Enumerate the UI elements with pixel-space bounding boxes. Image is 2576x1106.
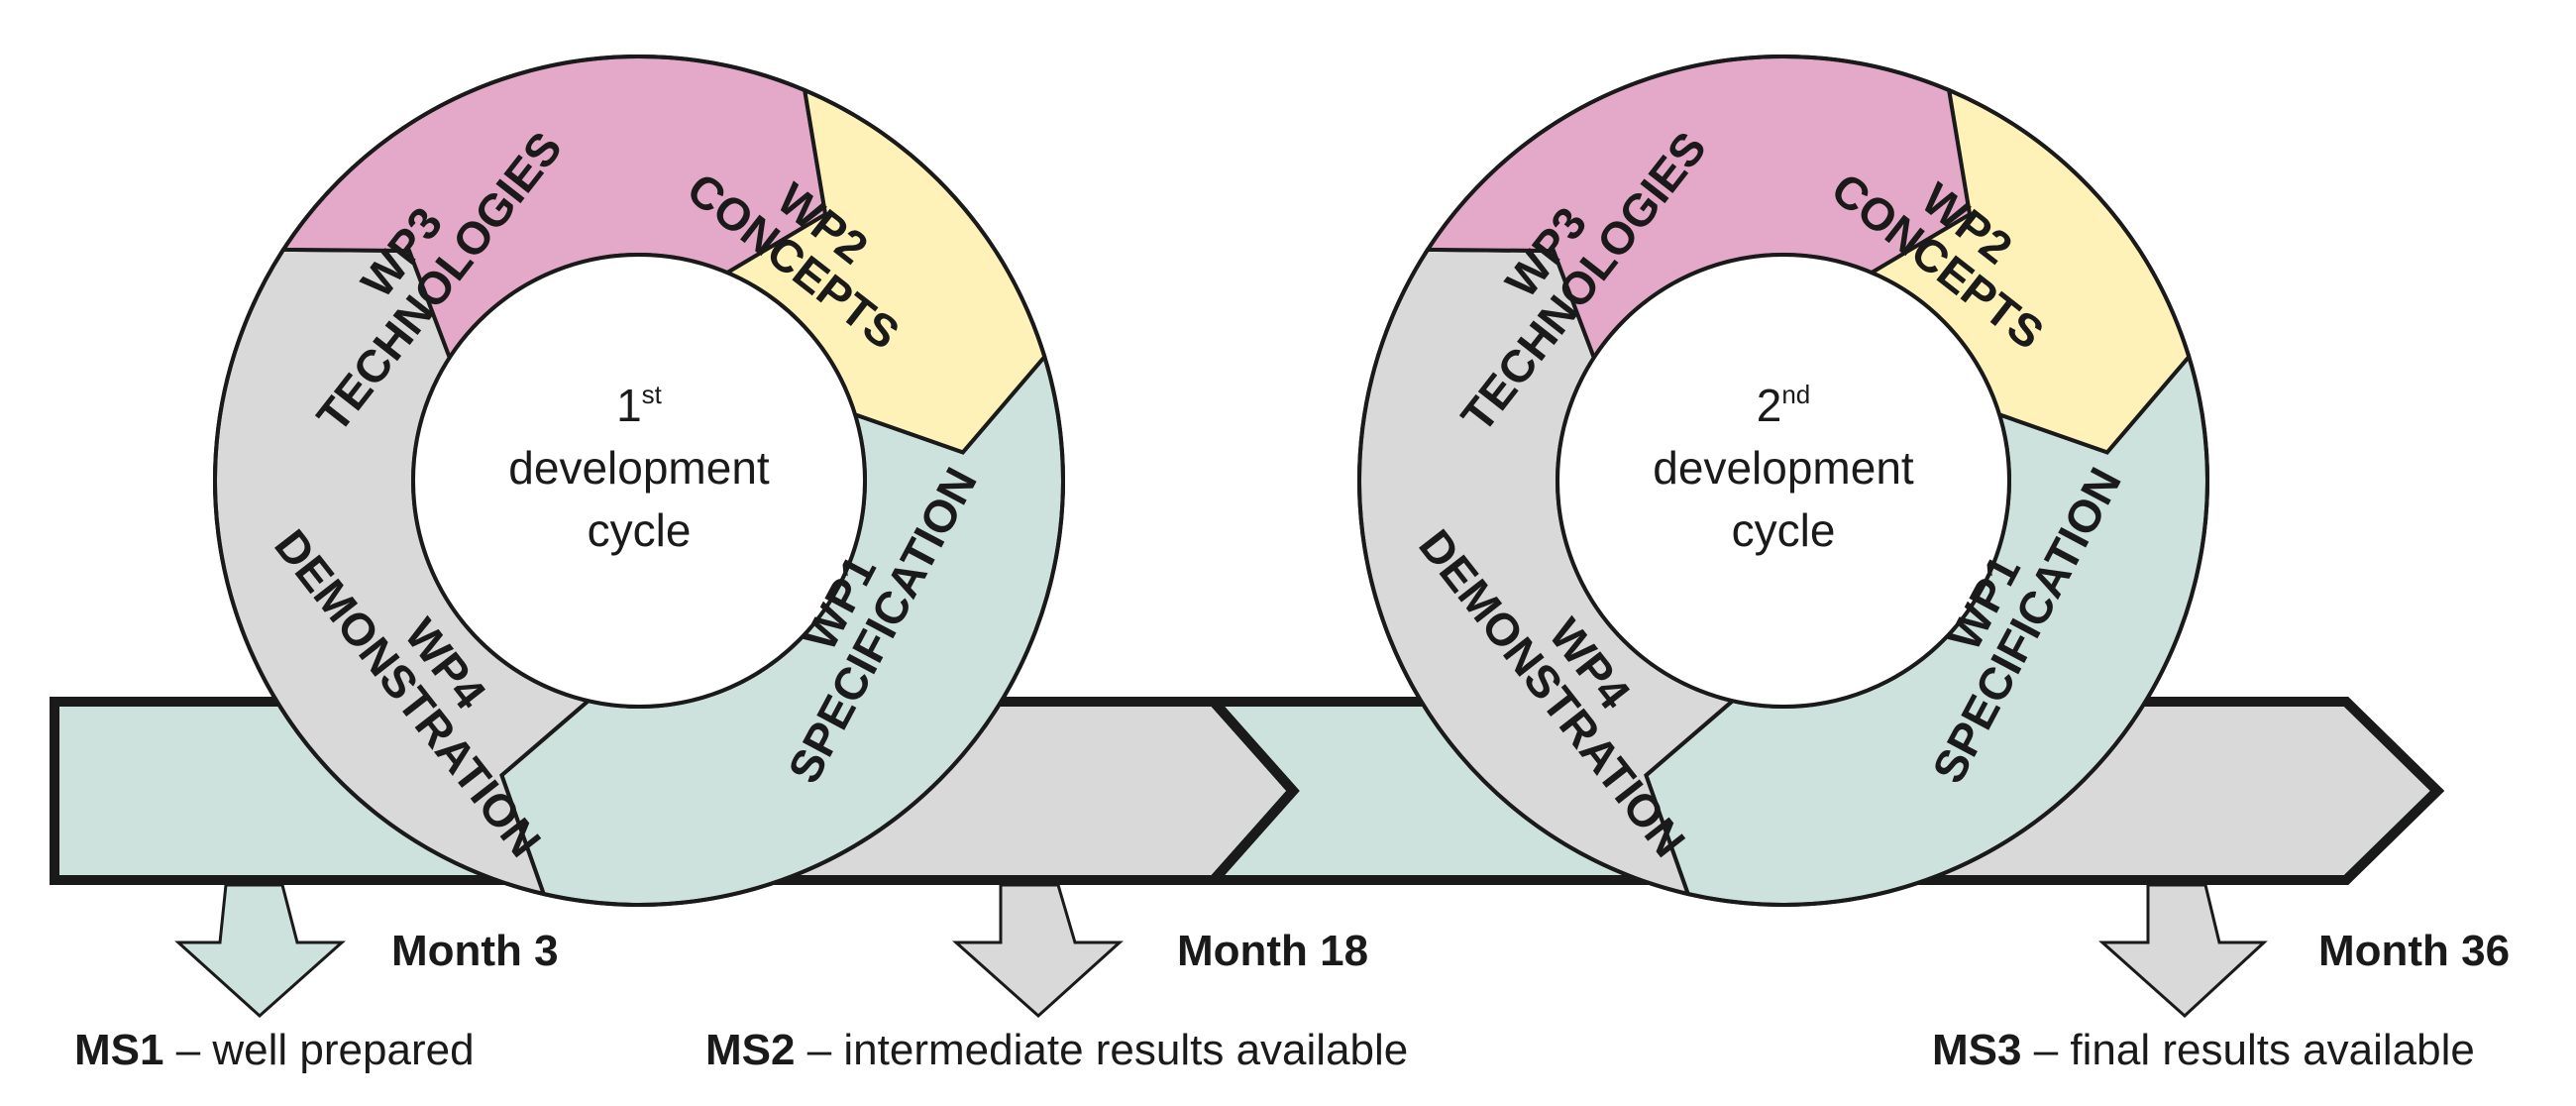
cycle-number: 1st: [616, 380, 663, 431]
cycle-ring-2: WP1SPECIFICATIONWP2CONCEPTSWP3TECHNOLOGI…: [1357, 54, 2209, 907]
milestone-label-3: MS3 – final results available: [1932, 1026, 2475, 1074]
cycle-line-2: development: [1653, 442, 1914, 494]
ring-outline: [1357, 55, 2209, 907]
milestone-desc-1: – well prepared: [163, 1026, 474, 1074]
milestone-arrow-2: [952, 883, 1124, 1019]
milestone-labels: Month 3 Month 18 Month 36 MS1 – well pre…: [74, 927, 2510, 1074]
milestone-label-2: MS2 – intermediate results available: [705, 1026, 1408, 1074]
milestone-desc-3: – final results available: [2021, 1026, 2474, 1074]
milestone-label-1: MS1 – well prepared: [74, 1026, 475, 1074]
ring-outline: [213, 55, 1065, 907]
cycle-number: 2nd: [1757, 380, 1811, 431]
milestone-code-3: MS3: [1932, 1026, 2021, 1074]
milestone-month-1: Month 3: [391, 927, 559, 975]
milestone-arrow-3: [2098, 883, 2268, 1019]
cycle-line-2: development: [508, 442, 770, 494]
cycle-ring-1: WP1SPECIFICATIONWP2CONCEPTSWP3TECHNOLOGI…: [213, 54, 1065, 907]
cycle-number-suffix: st: [642, 380, 663, 409]
cycle-line-3: cycle: [588, 504, 692, 556]
cycle-number-suffix: nd: [1781, 380, 1810, 409]
milestone-code-2: MS2: [705, 1026, 795, 1074]
milestone-month-2: Month 18: [1177, 927, 1368, 975]
ring-center: [411, 253, 867, 709]
milestone-code-1: MS1: [74, 1026, 163, 1074]
ring-center: [1556, 253, 2011, 709]
milestone-desc-2: – intermediate results available: [795, 1026, 1408, 1074]
cycle-line-3: cycle: [1732, 504, 1836, 556]
cycle-number-value: 2: [1757, 380, 1782, 431]
milestone-arrow-1: [174, 883, 346, 1019]
milestone-month-3: Month 36: [2318, 927, 2510, 975]
milestone-arrows: [174, 883, 2268, 1019]
cycle-number-value: 1: [616, 380, 642, 431]
